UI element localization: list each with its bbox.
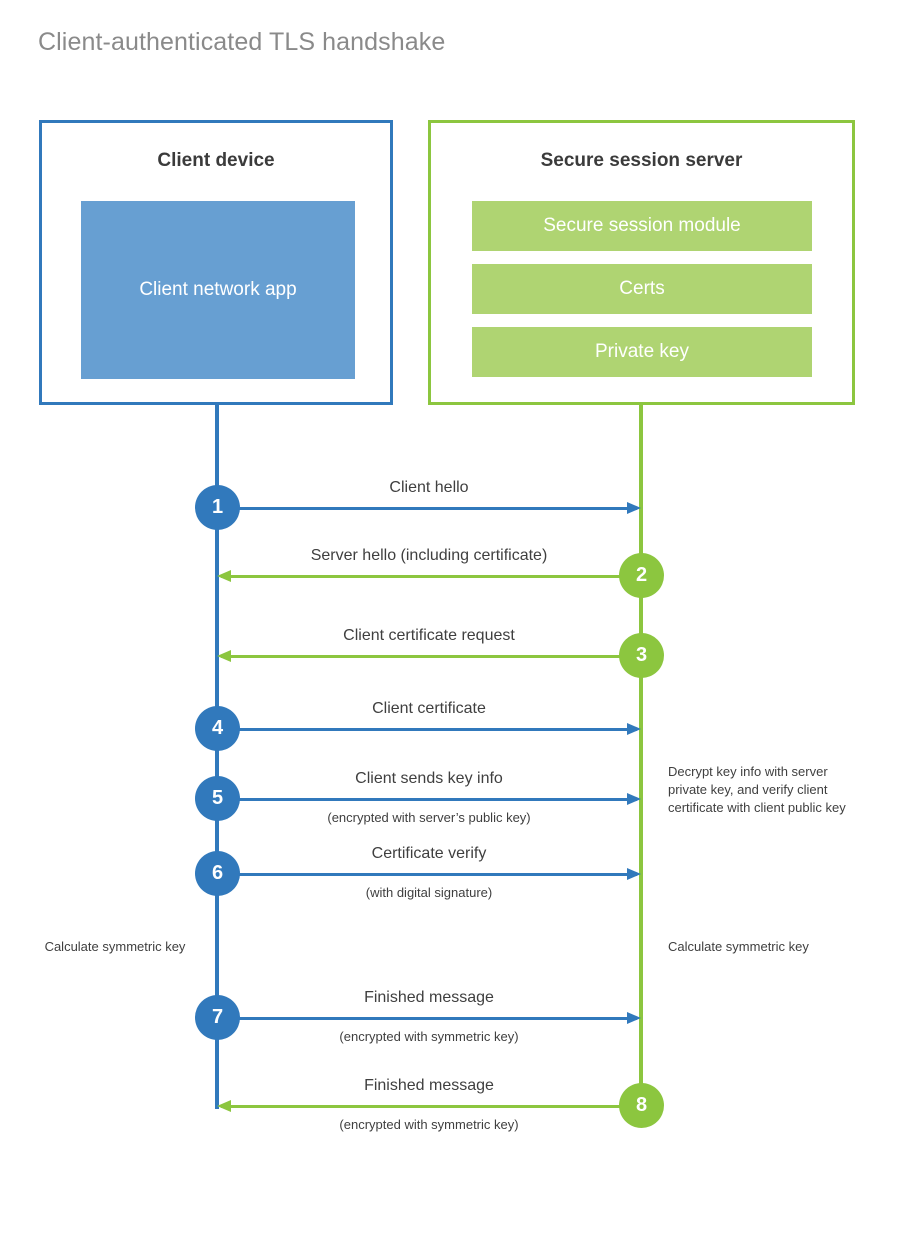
arrow-head-right-icon bbox=[627, 502, 641, 514]
message-label-7: Finished message bbox=[364, 989, 494, 1006]
message-label-8: Finished message bbox=[364, 1077, 494, 1094]
step-badge-6[interactable]: 6 bbox=[195, 851, 240, 896]
secure-session-server-box: Secure session server Secure session mod… bbox=[428, 120, 855, 405]
message-label-6: Certificate verify bbox=[371, 845, 487, 862]
arrow-head-left-icon bbox=[217, 650, 231, 662]
message-label-3: Client certificate request bbox=[343, 627, 515, 644]
server-block-certs: Certs bbox=[472, 264, 812, 314]
message-label-5: Client sends key info bbox=[355, 770, 503, 787]
message-line-8 bbox=[221, 1105, 639, 1108]
step-badge-2[interactable]: 2 bbox=[619, 553, 664, 598]
page-title: Client-authenticated TLS handshake bbox=[38, 28, 446, 56]
message-line-7 bbox=[217, 1017, 637, 1020]
message-line-2 bbox=[221, 575, 639, 578]
annotation-server-decrypt: Decrypt key info with server private key… bbox=[668, 764, 846, 815]
annotation-client-calculate-symmetric-key: Calculate symmetric key bbox=[44, 939, 186, 954]
message-line-6 bbox=[217, 873, 637, 876]
message-line-5 bbox=[217, 798, 637, 801]
secure-session-server-title: Secure session server bbox=[540, 150, 743, 171]
message-line-1 bbox=[217, 507, 637, 510]
server-block-private-key: Private key bbox=[472, 327, 812, 377]
step-badge-5[interactable]: 5 bbox=[195, 776, 240, 821]
message-sublabel-8: (encrypted with symmetric key) bbox=[339, 1117, 519, 1132]
arrow-head-left-icon bbox=[217, 570, 231, 582]
arrow-head-left-icon bbox=[217, 1100, 231, 1112]
arrow-head-right-icon bbox=[627, 793, 641, 805]
message-line-4 bbox=[217, 728, 637, 731]
message-label-1: Client hello bbox=[389, 479, 469, 496]
step-badge-4[interactable]: 4 bbox=[195, 706, 240, 751]
server-lifeline bbox=[639, 403, 643, 1107]
message-sublabel-7: (encrypted with symmetric key) bbox=[339, 1029, 519, 1044]
message-label-2: Server hello (including certificate) bbox=[310, 547, 548, 564]
client-device-title: Client device bbox=[157, 150, 275, 171]
step-badge-7[interactable]: 7 bbox=[195, 995, 240, 1040]
message-sublabel-6: (with digital signature) bbox=[365, 885, 493, 900]
arrow-head-right-icon bbox=[627, 723, 641, 735]
message-line-3 bbox=[221, 655, 639, 658]
step-badge-1[interactable]: 1 bbox=[195, 485, 240, 530]
client-network-app-block: Client network app bbox=[81, 201, 355, 379]
arrow-head-right-icon bbox=[627, 868, 641, 880]
client-device-box: Client device Client network app bbox=[39, 120, 393, 405]
annotation-server-calculate-symmetric-key: Calculate symmetric key bbox=[668, 939, 809, 954]
server-block-secure-session-module: Secure session module bbox=[472, 201, 812, 251]
step-badge-3[interactable]: 3 bbox=[619, 633, 664, 678]
message-sublabel-5: (encrypted with server’s public key) bbox=[327, 810, 531, 825]
message-label-4: Client certificate bbox=[372, 700, 486, 717]
step-badge-8[interactable]: 8 bbox=[619, 1083, 664, 1128]
arrow-head-right-icon bbox=[627, 1012, 641, 1024]
client-lifeline bbox=[215, 403, 219, 1109]
